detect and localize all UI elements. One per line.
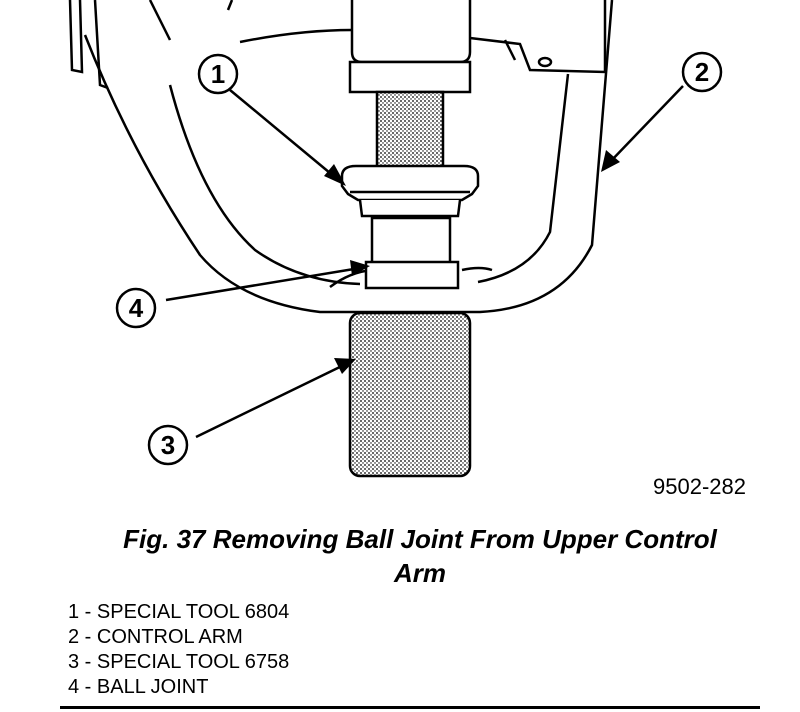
special-tool-6758 [348, 311, 472, 478]
upper-structure [68, 0, 607, 90]
callout-4-number: 4 [129, 293, 144, 323]
callout-2: 2 [681, 51, 723, 93]
callout-4: 4 [115, 287, 157, 329]
legend: 1 - SPECIAL TOOL 6804 2 - CONTROL ARM 3 … [68, 600, 289, 700]
ball-joint [364, 216, 460, 290]
figure-id: 9502-282 [653, 474, 746, 499]
figure-caption: Fig. 37 Removing Ball Joint From Upper C… [60, 522, 780, 590]
callout-1: 1 [197, 53, 239, 95]
special-tool-6804 [340, 60, 480, 218]
leader-lines [165, 85, 684, 439]
control-arm [83, 0, 614, 314]
callout-3-number: 3 [161, 430, 175, 460]
caption-line-2: Arm [393, 558, 446, 588]
bottom-rule [60, 706, 760, 709]
legend-item-2: 2 - CONTROL ARM [68, 626, 243, 648]
arrowheads [324, 150, 620, 374]
callout-2-number: 2 [695, 57, 709, 87]
legend-item-4: 4 - BALL JOINT [68, 676, 209, 698]
ball-joint-removal-illustration: 1 2 3 4 [68, 0, 723, 478]
legend-item-3: 3 - SPECIAL TOOL 6758 [68, 651, 290, 673]
callout-1-number: 1 [211, 59, 225, 89]
legend-item-1: 1 - SPECIAL TOOL 6804 [68, 601, 290, 623]
caption-line-1: Fig. 37 Removing Ball Joint From Upper C… [123, 524, 717, 554]
callout-3: 3 [147, 424, 189, 466]
